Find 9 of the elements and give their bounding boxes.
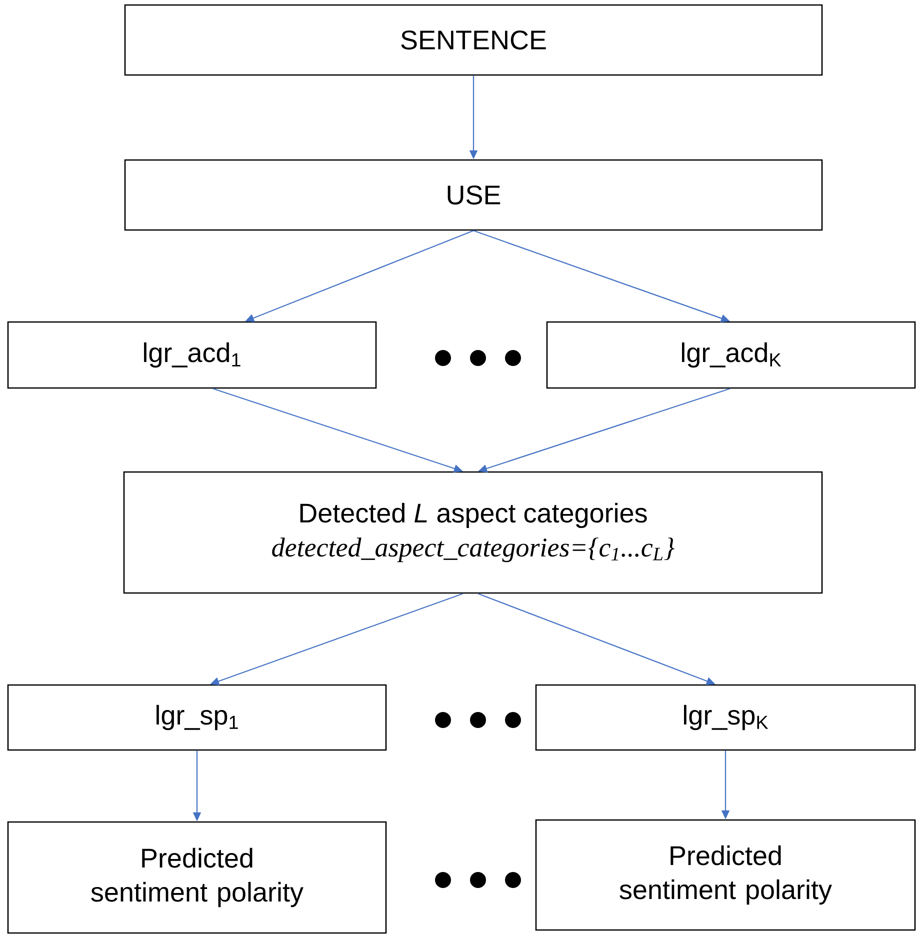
process-box: SENTENCE [124,4,823,76]
process-box: Predicted sentiment polarity [7,821,387,934]
process-box: Detected L aspect categories detected_aspect_categories={c$_{1}$...c$_{L}$} [123,471,823,594]
process-box: lgr_sp$_{K}$ [535,684,916,751]
process-box: lgr_sp$_{1}$ [7,684,387,751]
process-box: lgr_acd$_{1}$ [7,321,377,389]
process-box: lgr_acd$_{K}$ [546,321,916,389]
process-box: USE [124,159,823,231]
process-box: Predicted sentiment polarity [535,819,916,931]
